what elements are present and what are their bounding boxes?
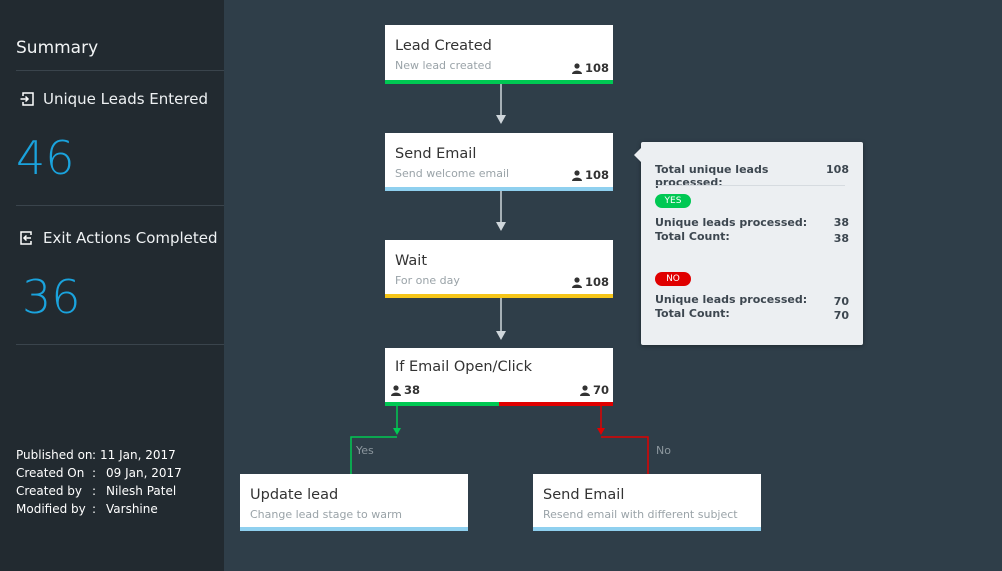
- status-bar: [240, 527, 468, 531]
- tooltip-label: Unique leads processed:: [655, 293, 808, 306]
- node-subtitle: Change lead stage to warm: [250, 508, 403, 521]
- node-title: If Email Open/Click: [395, 359, 532, 375]
- tooltip-value: 38: [833, 232, 849, 245]
- meta-key: Created On: [16, 466, 85, 480]
- tooltip-label: Total Count:: [655, 307, 730, 320]
- exit-actions-completed: Exit Actions Completed: [20, 229, 218, 247]
- divider: [16, 344, 224, 345]
- no-bar: [499, 402, 613, 406]
- yes-branch-label: Yes: [356, 444, 374, 457]
- connector-lead-to-email: [496, 84, 506, 124]
- login-icon: [20, 92, 34, 106]
- meta-row-published: Published on : 11 Jan, 2017: [16, 446, 182, 464]
- meta-row-modified-by: Modified by : Varshine: [16, 500, 182, 518]
- node-subtitle: Send welcome email: [395, 167, 510, 180]
- tooltip-arrow: [634, 148, 641, 162]
- meta-sep: :: [92, 484, 97, 498]
- divider: [16, 205, 224, 206]
- meta-sep: :: [92, 466, 97, 480]
- tooltip-yes-total-row: Total Count: 38: [655, 230, 849, 245]
- meta-key: Published on: [16, 448, 93, 462]
- tooltip-yes-unique-row: Unique leads processed: 38: [655, 216, 849, 229]
- node-update-lead[interactable]: Update lead Change lead stage to warm: [240, 474, 468, 531]
- meta-value: 09 Jan, 2017: [106, 466, 182, 480]
- connector-email-to-wait: [496, 191, 506, 231]
- node-resend-email[interactable]: Send Email Resend email with different s…: [533, 474, 761, 531]
- yes-count: 38: [391, 383, 420, 397]
- user-icon: [579, 384, 590, 396]
- unique-leads-label: Unique Leads Entered: [43, 90, 208, 108]
- workflow-meta: Published on : 11 Jan, 2017 Created On :…: [16, 446, 182, 518]
- user-icon: [571, 276, 582, 288]
- node-subtitle: For one day: [395, 274, 460, 287]
- divider: [16, 70, 224, 71]
- count-value: 70: [592, 383, 609, 397]
- node-subtitle: Resend email with different subject: [543, 508, 738, 521]
- meta-sep: :: [92, 502, 97, 516]
- user-icon: [391, 384, 401, 396]
- logout-icon: [20, 231, 34, 245]
- count-value: 108: [584, 61, 609, 75]
- count-value: 38: [404, 383, 421, 397]
- connector-no-branch: [597, 405, 649, 474]
- status-bar: [385, 187, 613, 191]
- node-lead-created[interactable]: Lead Created New lead created 108: [385, 25, 613, 84]
- exit-actions-label: Exit Actions Completed: [43, 229, 218, 247]
- node-count: 108: [571, 275, 609, 289]
- status-bar: [385, 294, 613, 298]
- unique-leads-value: 46: [16, 131, 75, 185]
- status-bar: [385, 80, 613, 84]
- tooltip-divider: [655, 185, 845, 186]
- node-count: 108: [571, 168, 609, 182]
- meta-key: Created by: [16, 484, 83, 498]
- meta-key: Modified by: [16, 502, 86, 516]
- no-branch-label: No: [656, 444, 671, 457]
- stats-tooltip: Total unique leads processed: 108 YES Un…: [634, 142, 863, 345]
- connector-wait-to-condition: [496, 298, 506, 340]
- node-subtitle: New lead created: [395, 59, 492, 72]
- status-bar: [533, 527, 761, 531]
- meta-sep: :: [92, 448, 97, 462]
- node-count: 108: [571, 61, 609, 75]
- exit-actions-value: 36: [22, 270, 81, 324]
- node-condition[interactable]: If Email Open/Click 38 70: [385, 348, 613, 406]
- tooltip-no-total-row: Total Count: 70: [655, 307, 849, 322]
- node-title: Send Email: [543, 487, 625, 503]
- unique-leads-entered: Unique Leads Entered: [20, 90, 208, 108]
- meta-value: Varshine: [106, 502, 158, 516]
- meta-row-created-by: Created by : Nilesh Patel: [16, 482, 182, 500]
- tooltip-value: 70: [833, 295, 849, 308]
- node-title: Send Email: [395, 146, 477, 162]
- no-count: 70: [579, 383, 609, 397]
- node-send-email[interactable]: Send Email Send welcome email 108: [385, 133, 613, 191]
- tooltip-no-unique-row: Unique leads processed: 70: [655, 293, 849, 308]
- user-icon: [571, 169, 582, 181]
- count-value: 108: [584, 275, 609, 289]
- tooltip-label: Total Count:: [655, 230, 730, 243]
- summary-title: Summary: [16, 38, 99, 58]
- no-badge: NO: [655, 272, 691, 286]
- meta-value: Nilesh Patel: [106, 484, 177, 498]
- meta-value: 11 Jan, 2017: [100, 448, 176, 462]
- node-wait[interactable]: Wait For one day 108: [385, 240, 613, 298]
- yes-bar: [385, 402, 499, 406]
- summary-sidebar: Summary Unique Leads Entered 46 Exit Act…: [0, 0, 224, 571]
- tooltip-value: 70: [833, 309, 849, 322]
- tooltip-value: 108: [826, 163, 849, 176]
- tooltip-value: 38: [833, 216, 849, 229]
- user-icon: [571, 62, 582, 74]
- connector-yes-branch: [350, 405, 401, 474]
- count-value: 108: [584, 168, 609, 182]
- node-title: Lead Created: [395, 38, 492, 54]
- node-title: Wait: [395, 253, 428, 269]
- tooltip-label: Unique leads processed:: [655, 216, 808, 229]
- meta-row-created-on: Created On : 09 Jan, 2017: [16, 464, 182, 482]
- node-title: Update lead: [250, 487, 339, 503]
- yes-badge: YES: [655, 194, 691, 208]
